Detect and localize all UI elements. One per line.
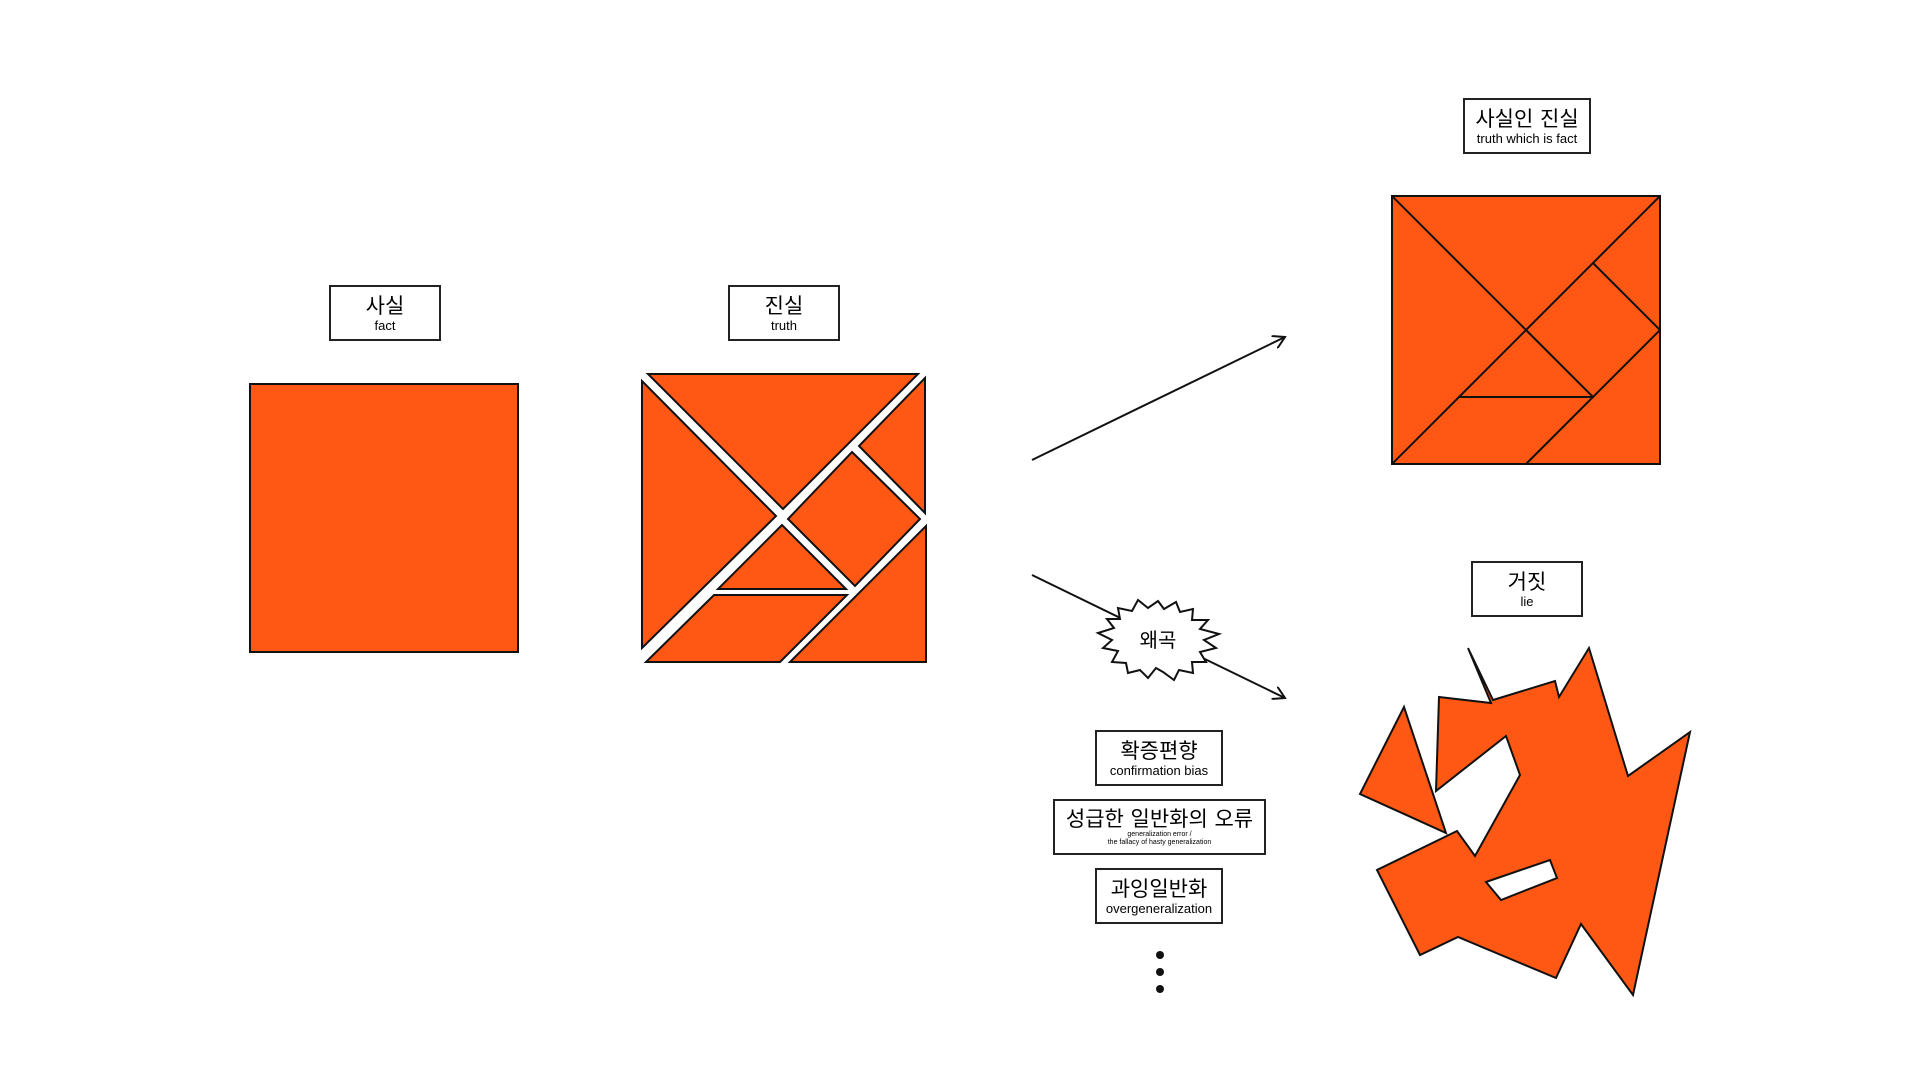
lie-label: 거짓 lie (1471, 561, 1583, 617)
truth-label-ko: 진실 (764, 293, 804, 318)
hasty-generalization-ko: 성급한 일반화의 오류 (1065, 807, 1254, 831)
truth-fact-label: 사실인 진실 truth which is fact (1463, 98, 1591, 154)
tangram-square (786, 450, 922, 588)
distortion-burst-icon (1095, 598, 1223, 682)
hasty-generalization-en-line2: the fallacy of hasty generalization (1107, 839, 1212, 846)
confirmation-bias-en: confirmation bias (1109, 762, 1209, 778)
truth-label-en: truth (770, 317, 797, 333)
lie-label-en: lie (1520, 593, 1534, 609)
lie-fragment-hole (1484, 858, 1559, 902)
tangram-large-triangle-top (645, 373, 921, 511)
fact-label: 사실 fact (329, 285, 441, 341)
overgeneralization-label: 과잉일반화 overgeneralization (1095, 868, 1223, 924)
fact-label-en: fact (374, 317, 396, 333)
arrow-to-truth-fact (1031, 337, 1285, 461)
fact-square (249, 383, 519, 653)
truth-fact-label-ko: 사실인 진실 (1475, 106, 1579, 131)
lie-label-ko: 거짓 (1507, 569, 1547, 594)
truth-label: 진실 truth (728, 285, 840, 341)
hasty-generalization-en-line1: generalization error / (1127, 831, 1192, 838)
confirmation-bias-ko: 확증편향 (1120, 738, 1198, 763)
truth-tangram (641, 373, 927, 663)
tangram-lines (1525, 329, 1661, 399)
lie-fragment-main (1375, 645, 1692, 998)
distortion-label: 왜곡 (1139, 628, 1177, 652)
truth-fact-tangram (1391, 195, 1661, 465)
hasty-generalization-label: 성급한 일반화의 오류 generalization error / the f… (1053, 799, 1266, 855)
tangram-lines (1592, 262, 1661, 331)
overgeneralization-ko: 과잉일반화 (1110, 876, 1208, 901)
tangram-lines (1391, 396, 1596, 465)
tangram-large-triangle-bottom (787, 523, 927, 663)
truth-fact-label-en: truth which is fact (1476, 130, 1578, 146)
overgeneralization-en: overgeneralization (1105, 900, 1213, 916)
tangram-small-triangle-right (857, 375, 926, 516)
lie-fragments (1358, 645, 1692, 998)
confirmation-bias-label: 확증편향 confirmation bias (1095, 730, 1223, 786)
vertical-ellipsis-icon (1156, 951, 1164, 993)
tangram-small-triangle-middle (715, 523, 849, 590)
tangram-parallelogram (643, 594, 850, 663)
fact-label-ko: 사실 (365, 293, 405, 318)
tangram-large-triangle-left (641, 378, 778, 651)
tangram-lines (1458, 329, 1527, 398)
lie-fragment-small (1358, 704, 1448, 835)
